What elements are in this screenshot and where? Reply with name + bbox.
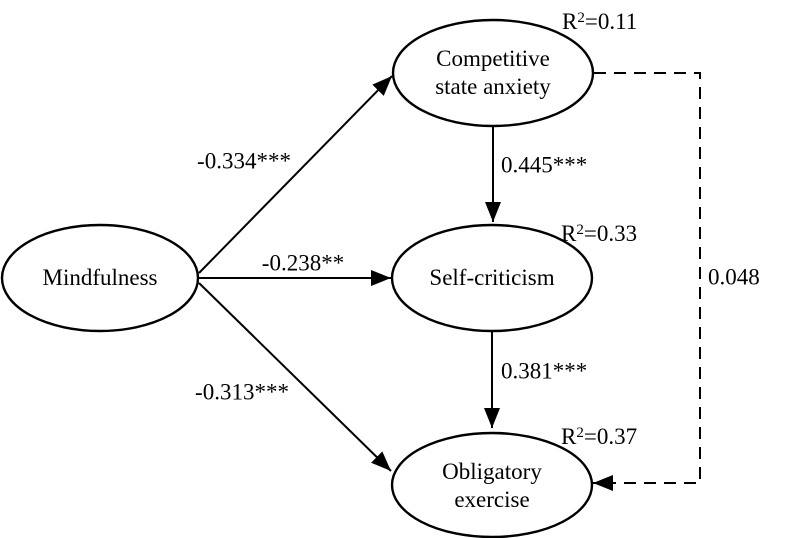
r2-superscript: 2 (577, 10, 585, 26)
competitive-state-anxiety-label: Competitive state anxiety (435, 45, 551, 101)
dashed-arrow-anxiety-to-exercise (593, 72, 701, 491)
coefficient-anxiety-to-self-criticism: 0.445*** (501, 152, 588, 178)
obligatory-exercise-node (390, 431, 594, 538)
competitive-state-anxiety-node (391, 18, 595, 128)
competitive-label-line2: state anxiety (435, 74, 551, 99)
mindfulness-node (0, 223, 200, 333)
coefficient-mindfulness-to-self-criticism: -0.238** (261, 250, 345, 276)
mindfulness-label-text: Mindfulness (42, 265, 158, 290)
r2-superscript: 2 (576, 425, 584, 441)
r2-base: R (562, 9, 578, 34)
arrow-mindfulness-to-anxiety (198, 75, 393, 274)
r2-value: =0.37 (583, 424, 638, 449)
r2-base: R (561, 424, 577, 449)
coefficient-mindfulness-to-anxiety: -0.334*** (197, 148, 291, 174)
r2-value: =0.11 (584, 9, 638, 34)
coefficient-mindfulness-to-exercise: -0.313*** (195, 379, 289, 405)
coefficient-self-criticism-to-exercise: 0.381*** (501, 358, 588, 384)
r2-base: R (561, 221, 577, 246)
arrow-mindfulness-to-exercise (198, 282, 392, 472)
coefficient-anxiety-to-exercise: 0.048 (708, 264, 760, 290)
self-criticism-node (390, 223, 594, 333)
r2-value: =0.33 (583, 221, 638, 246)
competitive-label-line1: Competitive (436, 46, 550, 71)
mindfulness-label: Mindfulness (43, 264, 158, 292)
r2-label-self-criticism: R2=0.33 (561, 222, 637, 245)
r2-label-exercise: R2=0.37 (561, 425, 637, 448)
self-criticism-label: Self-criticism (429, 264, 554, 292)
obligatory-exercise-label: Obligatory exercise (442, 458, 542, 514)
obligatory-label-line1: Obligatory (442, 459, 542, 484)
self-criticism-label-text: Self-criticism (429, 265, 555, 290)
r2-label-anxiety: R2=0.11 (562, 10, 637, 33)
r2-superscript: 2 (576, 222, 584, 238)
obligatory-label-line2: exercise (454, 487, 530, 512)
